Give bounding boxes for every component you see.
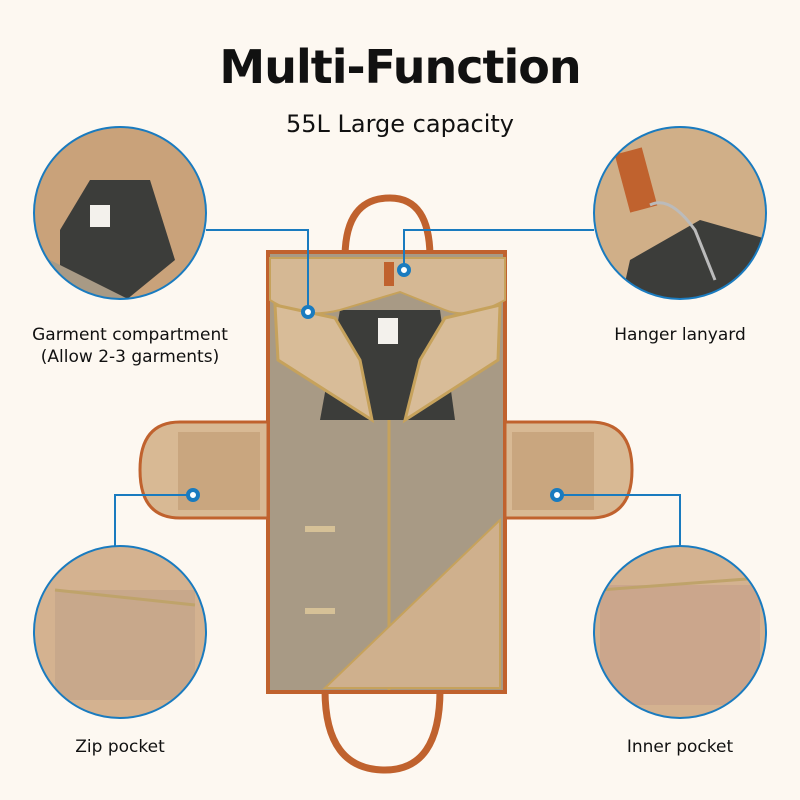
callout-zip-pocket: Zip pocket	[75, 737, 165, 757]
callout-label: Garment compartment	[32, 325, 228, 345]
callout-sublabel: (Allow 2-3 garments)	[40, 347, 220, 367]
callout-garment-compartment: Garment compartment (Allow 2-3 garments)	[10, 324, 250, 368]
zip-pocket-closeup	[34, 546, 206, 718]
page-title: Multi-Function	[219, 40, 581, 94]
callout-inner-pocket: Inner pocket	[626, 737, 734, 757]
connector-line	[562, 494, 681, 546]
callout-dots	[186, 263, 564, 502]
connector-line	[114, 494, 188, 546]
garment-bag	[138, 194, 634, 774]
garment-compartment-closeup	[34, 127, 206, 299]
connector-line	[403, 229, 594, 266]
page-subtitle: 55L Large capacity	[285, 110, 514, 138]
callout-hanger-lanyard: Hanger lanyard	[614, 325, 746, 345]
hanger-lanyard-closeup	[594, 127, 766, 299]
inner-pocket-closeup	[594, 546, 766, 718]
connector-line	[206, 229, 309, 306]
